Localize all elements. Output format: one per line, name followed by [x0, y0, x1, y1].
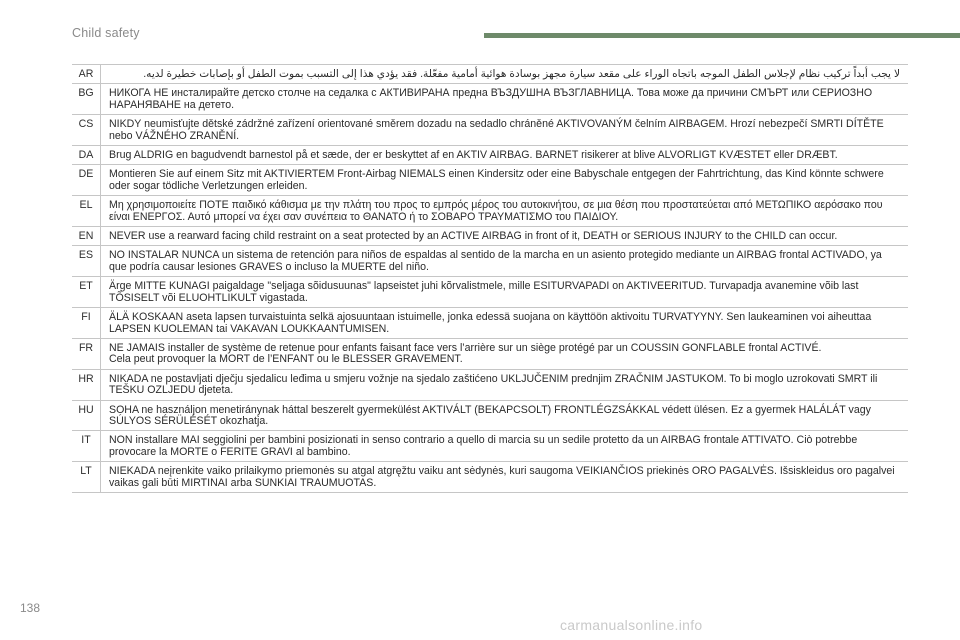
language-code: LT [72, 461, 101, 493]
language-code: AR [72, 63, 101, 85]
page-section-title: Child safety [72, 26, 140, 40]
warning-text: NIEKADA neįrenkite vaiko prilaikymo prie… [100, 461, 908, 493]
header-accent-bar [484, 33, 960, 38]
language-code: EL [72, 195, 101, 228]
language-code: CS [72, 114, 101, 147]
warning-text: Brug ALDRIG en bagudvendt barnestol på e… [100, 145, 908, 166]
language-code: BG [72, 83, 101, 116]
watermark: carmanualsonline.info [560, 617, 703, 633]
warning-text: NEVER use a rearward facing child restra… [100, 226, 908, 247]
page-number: 138 [20, 601, 41, 615]
language-code: ES [72, 245, 101, 278]
warning-text: Μη χρησιμοποιείτε ΠΟΤΕ παιδικό κάθισμα μ… [100, 195, 908, 228]
warning-text: NIKADA ne postavljati dječju sjedalicu l… [100, 368, 908, 401]
language-code: DE [72, 164, 101, 197]
language-code: IT [72, 430, 101, 463]
language-code: FI [72, 307, 101, 339]
warning-text: NE JAMAIS installer de système de retenu… [100, 337, 908, 370]
warning-text: Ärge MITTE KUNAGI paigaldage "seljaga sõ… [100, 276, 908, 309]
warning-text: NON installare MAI seggiolini per bambin… [100, 430, 908, 463]
warning-text: NIKDY neumisťujte dětské zádržné zařízen… [100, 114, 908, 147]
warning-text: Montieren Sie auf einem Sitz mit AKTIVIE… [100, 164, 908, 197]
warning-text: НИКОГА НЕ инсталирайте детско столче на … [100, 83, 908, 116]
language-code: ET [72, 276, 101, 309]
language-code: DA [72, 145, 101, 166]
language-code: FR [72, 337, 101, 370]
language-code: HU [72, 399, 101, 432]
warning-text: SOHA ne használjon menetiránynak háttal … [100, 399, 908, 432]
warning-text: ÄLÄ KOSKAAN aseta lapsen turvaistuinta s… [100, 307, 908, 339]
language-code: HR [72, 368, 101, 401]
warning-text: لا يجب أبداً تركيب نظام لإجلاس الطفل الم… [100, 63, 908, 85]
language-code: EN [72, 226, 101, 247]
warning-text: NO INSTALAR NUNCA un sistema de retenció… [100, 245, 908, 278]
